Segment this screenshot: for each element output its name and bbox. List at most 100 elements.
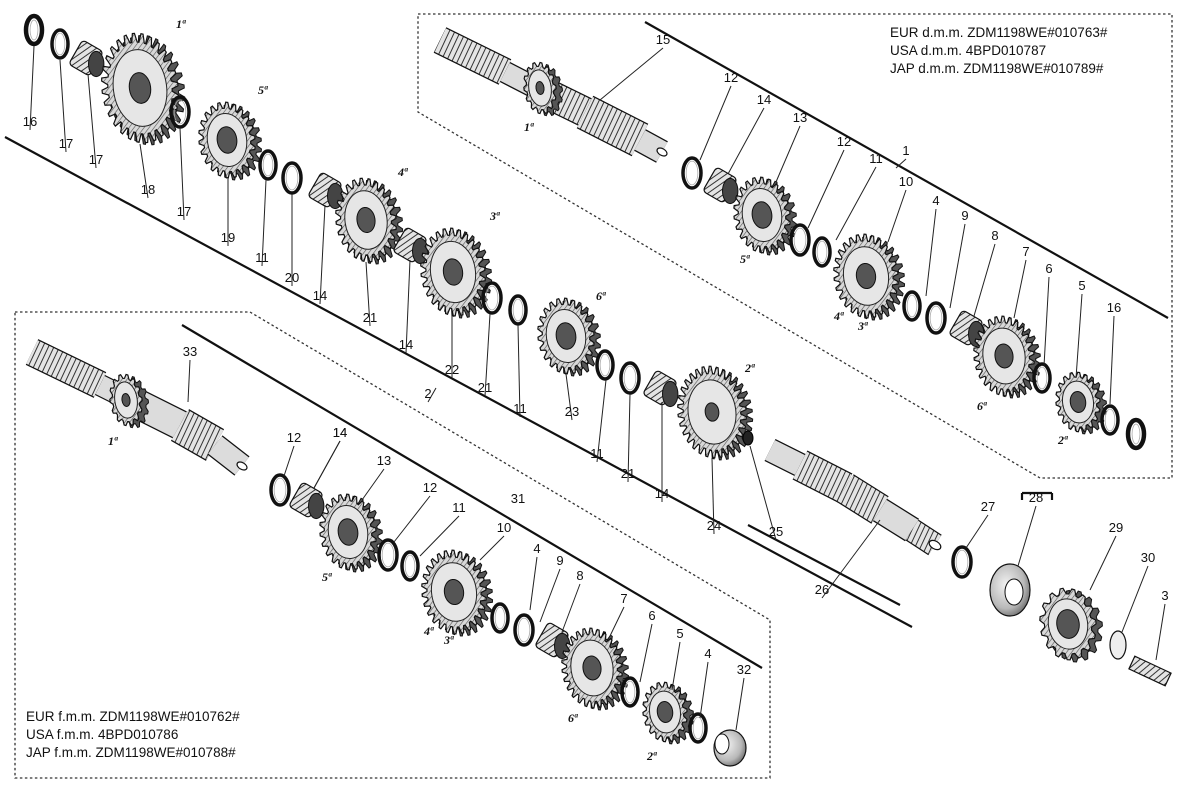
- callout-4: 4: [704, 646, 711, 661]
- bushing-33: [713, 729, 747, 767]
- needle-bearing-14-upper-end: [722, 177, 739, 205]
- callout-11: 11: [452, 500, 466, 515]
- washer-21-b: [481, 281, 503, 315]
- leader-21-46: [365, 261, 371, 327]
- washer-6-upper: [1032, 362, 1052, 394]
- washer-17-mid-inner: [173, 99, 187, 125]
- circlip-11-upper-inner: [816, 240, 828, 264]
- callout-12: 12: [287, 430, 301, 445]
- circlip-16-upper-inner: [1131, 423, 1141, 445]
- lower-model-note: EUR f.m.m. ZDM1198WE#010762# USA f.m.m. …: [26, 708, 240, 762]
- callout-14: 14: [399, 337, 413, 352]
- leader-8-12: [973, 243, 996, 317]
- callout-33: 33: [183, 344, 197, 359]
- callout-21: 21: [621, 466, 635, 481]
- leader-15-35: [599, 47, 664, 101]
- callout-10: 10: [497, 520, 511, 535]
- leader-27-52: [965, 514, 989, 549]
- leader-30-55: [1121, 565, 1149, 633]
- callout-21: 21: [363, 310, 377, 325]
- callout-9: 9: [556, 553, 563, 568]
- circlip-4-lower-a-inner: [494, 606, 506, 630]
- callout-17: 17: [89, 152, 103, 167]
- leader-23-48: [565, 373, 573, 421]
- callout-11: 11: [255, 250, 269, 265]
- circlip-4-upper-inner: [906, 294, 918, 318]
- callout-31: 31: [511, 491, 525, 506]
- callout-17: 17: [177, 204, 191, 219]
- callout-1: 1: [902, 143, 909, 158]
- callout-20: 20: [285, 270, 299, 285]
- leader-9-14: [949, 223, 966, 309]
- leader-10-17: [479, 535, 505, 561]
- callout-12: 12: [837, 134, 851, 149]
- gear-23-third: [420, 227, 493, 319]
- callout-9: 9: [961, 208, 968, 223]
- callout-4: 4: [533, 541, 540, 556]
- circlip-11-lower: [400, 550, 420, 582]
- callout-14: 14: [313, 288, 327, 303]
- gear-5-upper-second: [1055, 371, 1107, 435]
- note-line-usa-fmm: USA f.m.m. 4BPD010786: [26, 727, 179, 742]
- leader-9-15: [539, 568, 561, 623]
- primary-upper-first-gear-bore: [535, 81, 545, 95]
- gear-mark-7: 3ª: [857, 319, 868, 333]
- gear-25-second-bore: [704, 402, 720, 422]
- sprocket-30-bore: [1056, 609, 1080, 639]
- washer-28-inner: [955, 549, 969, 575]
- output-shaft-seg-1: [793, 451, 852, 502]
- callout-7: 7: [1022, 244, 1029, 259]
- gear-mark-14: 5ª: [258, 83, 268, 97]
- callout-13: 13: [377, 453, 391, 468]
- washer-6-upper-inner: [1036, 366, 1048, 390]
- leader-24-49: [711, 457, 715, 535]
- gear-mark-8: 3ª: [489, 209, 500, 223]
- washer-28: [951, 545, 973, 579]
- washer-12-lower-inner: [381, 542, 395, 568]
- washer-12-upper-inner: [793, 227, 807, 253]
- leader-11-20: [261, 179, 267, 267]
- needle-bearing-14-upper: [703, 167, 739, 205]
- circlip-12-upper-inner: [685, 160, 699, 186]
- primary-shaft-lower-seg-0: [26, 340, 106, 397]
- upper-model-note: EUR d.m.m. ZDM1198WE#010763# USA d.m.m. …: [890, 24, 1107, 78]
- circlip-11-b-inner: [512, 298, 524, 322]
- leader-17-40: [87, 73, 97, 169]
- leader-11-22: [596, 379, 607, 463]
- gear-13-upper-fifth-bore: [751, 201, 773, 229]
- callout-22: 22: [445, 362, 459, 377]
- callout-16: 16: [1107, 300, 1121, 315]
- gear-19-first-bore: [128, 72, 152, 104]
- leader-14-32: [405, 259, 411, 354]
- needle-bearing-18-end: [88, 50, 105, 78]
- gear-mark-16: 6ª: [977, 399, 987, 413]
- gear-25-second: [677, 365, 754, 461]
- leader-17-39: [179, 127, 185, 221]
- callout-8: 8: [576, 568, 583, 583]
- leader-32-57: [735, 677, 745, 731]
- callout-14: 14: [333, 425, 347, 440]
- primary-shaft-upper-seg-0: [434, 28, 511, 84]
- needle-bearing-14-lower: [289, 482, 325, 520]
- washer-17-mid: [169, 95, 191, 129]
- callout-30: 30: [1141, 550, 1155, 565]
- circlip-16-upper: [1125, 417, 1147, 451]
- leader-10-16: [887, 189, 907, 243]
- gear-10-upper-bore: [855, 262, 877, 290]
- leader-26-51: [821, 519, 881, 599]
- note-line-usa-dmm: USA d.m.m. 4BPD010787: [890, 43, 1047, 58]
- gear-7-lower-sixth-bore: [582, 655, 602, 681]
- leader-11-19: [419, 515, 460, 557]
- gear-mark-11: 4ª: [397, 165, 408, 179]
- gear-mark-15: 5ª: [322, 570, 332, 584]
- washer-9-lower-inner: [517, 617, 531, 643]
- callout-11: 11: [513, 401, 527, 416]
- needle-bearing-14-lower-end: [308, 492, 325, 520]
- gear-20-fifth: [198, 101, 263, 181]
- primary-shaft-lower-seg-3: [171, 410, 224, 460]
- washer-9-lower: [513, 613, 535, 647]
- needle-bearing-14-c: [643, 370, 679, 408]
- leader-6-9: [639, 623, 653, 683]
- leader-13-27: [775, 125, 801, 183]
- leader-13-28: [361, 468, 385, 501]
